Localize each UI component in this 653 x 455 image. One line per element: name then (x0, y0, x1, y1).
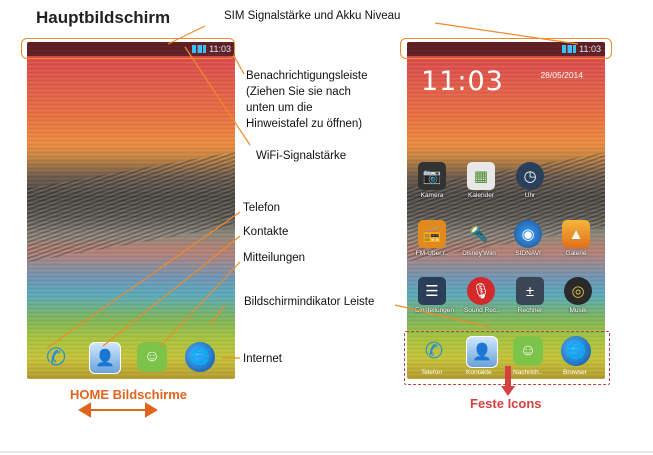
app-galerie[interactable]: ▲ Galerie (559, 220, 593, 257)
line-mitteilungen (159, 261, 241, 348)
navigation-icon: ◉ (514, 220, 542, 248)
app-label: Galerie (565, 250, 587, 257)
home-screen-right: 11:03 11:03 28/05/2014 📷 Kamera ▦ Kalend… (407, 42, 605, 379)
dock-label: Nachrich.. (513, 369, 543, 376)
callout-internet: Internet (243, 353, 282, 365)
app-kamera[interactable]: 📷 Kamera (415, 162, 449, 199)
dock-label: Telefon (421, 369, 442, 376)
line-sim-left (167, 25, 206, 45)
fixed-icons-label: Feste Icons (470, 396, 542, 411)
dock-label: Browser (563, 369, 587, 376)
status-time: 11:03 (579, 44, 601, 54)
line-indikator-left (209, 304, 226, 326)
app-einstellungen[interactable]: ☰ Einstellungen (415, 277, 455, 314)
browser-icon[interactable]: 🌐 (561, 336, 591, 366)
app-label: FM-Über.r.. (415, 250, 449, 257)
callout-mitteilungen: Mitteilungen (243, 252, 306, 264)
line-telefon (46, 211, 241, 349)
app-rechner[interactable]: ± Rechner (513, 277, 547, 314)
callout-notification-line4: Hinweistafel zu öffnen) (246, 118, 363, 130)
status-bar-highlight-right (400, 38, 612, 59)
app-kalender[interactable]: ▦ Kalender (464, 162, 498, 199)
phone-icon[interactable]: ✆ (45, 343, 67, 371)
status-bar-right[interactable]: 11:03 (407, 42, 605, 56)
line-wifi (184, 46, 251, 146)
line-notification (233, 55, 245, 75)
callout-notification-line1: Benachrichtigungsleiste (246, 70, 368, 82)
music-icon: ◎ (564, 277, 592, 305)
line-sim-right (434, 22, 579, 45)
app-label: Sound Rec.. (464, 307, 500, 314)
app-sound-rec[interactable]: 🎙 Sound Rec.. (464, 277, 500, 314)
internet-icon[interactable]: 🌐 (185, 342, 215, 372)
app-label: Rechner (517, 307, 543, 314)
signal-icon (562, 45, 577, 53)
calendar-icon: ▦ (467, 162, 495, 190)
app-label: Einstellungen (415, 307, 455, 314)
callout-bildschirmindikator: Bildschirmindikator Leiste (244, 296, 375, 308)
home-screens-label: HOME Bildschirme (70, 387, 188, 402)
contacts-icon[interactable]: 👤 (89, 342, 121, 374)
callout-notification-line2: (Ziehen Sie sie nach (246, 86, 351, 98)
page-title: Hauptbildschirm (36, 8, 171, 27)
app-musik[interactable]: ◎ Musik (561, 277, 595, 314)
messages-icon[interactable]: ☺ (137, 342, 167, 372)
status-bar-left[interactable]: 11:03 (27, 42, 235, 56)
app-label: Musik (569, 307, 587, 314)
phone-icon[interactable]: ✆ (424, 338, 444, 363)
microphone-icon: 🎙 (467, 277, 495, 305)
callout-notification-line3: unten um die (246, 102, 313, 114)
callout-wifi: WiFi-Signalstärke (256, 150, 347, 162)
app-label: Disney'Wiin (462, 250, 496, 257)
line-indikator-right (394, 304, 491, 328)
dock-label: Kontakte (466, 369, 492, 376)
callout-telefon: Telefon (243, 202, 281, 214)
messages-icon[interactable]: ☺ (513, 336, 543, 366)
app-label: Kamera (420, 192, 444, 199)
status-bar-highlight-left (21, 38, 235, 59)
home-arrow-left (78, 402, 91, 418)
line-kontakte (102, 235, 241, 347)
feste-arrow-stem (505, 366, 511, 386)
app-disney[interactable]: 🔦 Disney'Wiin (462, 220, 496, 257)
app-label: Uhr (524, 192, 536, 199)
date-widget: 28/05/2014 (540, 70, 583, 80)
callout-sim-akku: SIM Signalstärke und Akku Niveau (224, 10, 401, 22)
radio-icon: 📻 (418, 220, 446, 248)
app-fm[interactable]: 📻 FM-Über.r.. (415, 220, 449, 257)
feste-arrow-head (501, 386, 515, 396)
home-arrow-right (145, 402, 158, 418)
status-time: 11:03 (209, 44, 231, 54)
app-uhr[interactable]: ◷ Uhr (513, 162, 547, 199)
clock-icon: ◷ (516, 162, 544, 190)
camera-icon: 📷 (418, 162, 446, 190)
torch-icon: 🔦 (469, 226, 489, 243)
gallery-icon: ▲ (562, 220, 590, 248)
contacts-icon[interactable]: 👤 (466, 336, 498, 368)
home-screen-left: 11:03 ✆ 👤 ☺ 🌐 (27, 42, 235, 379)
app-sidnavi[interactable]: ◉ SIDNAVI (511, 220, 545, 257)
app-label: Kalender (467, 192, 495, 199)
app-label: SIDNAVI (515, 250, 541, 257)
calculator-icon: ± (516, 277, 544, 305)
callout-kontakte: Kontakte (243, 226, 289, 238)
signal-icon (192, 45, 207, 53)
clock-widget[interactable]: 11:03 (421, 66, 504, 97)
settings-icon: ☰ (418, 277, 446, 305)
